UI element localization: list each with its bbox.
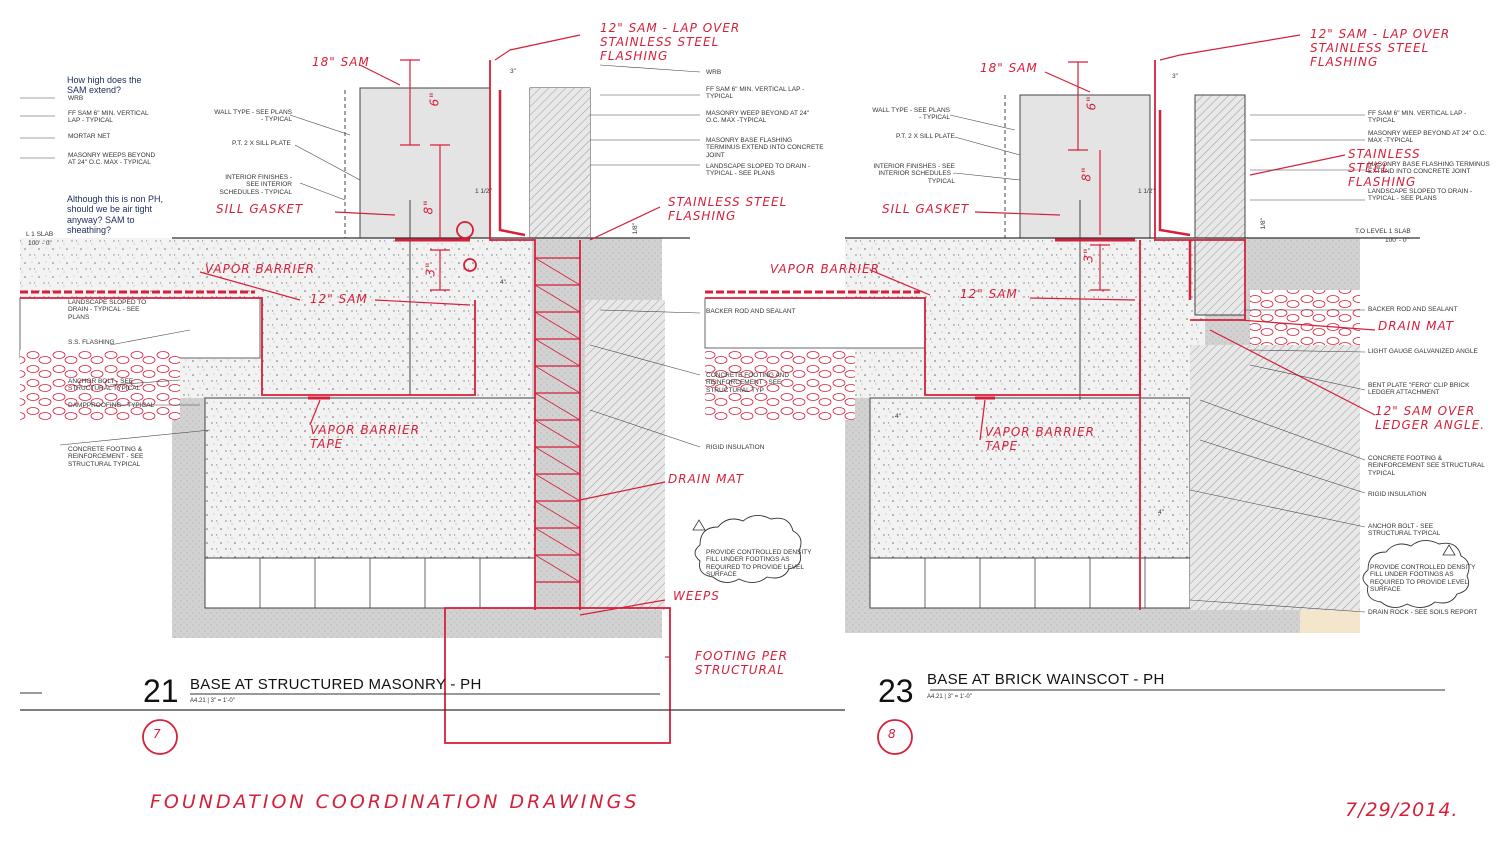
note-r-landscape: LANDSCAPE SLOPED TO DRAIN - TYPICAL - SE… (1368, 188, 1473, 203)
dim-1-1-2-left: 1 1/2" (475, 188, 492, 195)
note-left-interior-finishes: INTERIOR FINISHES - SEE INTERIOR SCHEDUL… (219, 174, 292, 196)
sheet-footer-date: 7/29/2014. (1345, 799, 1459, 821)
dim-1-8-right: 1/8" (1259, 218, 1267, 230)
detail-21-drawing (19, 34, 845, 755)
dim-4-right-b: 4" (1158, 509, 1164, 516)
hw-right-sill-gasket: SILL GASKET (882, 202, 970, 216)
hw-left-weeps: WEEPS (673, 589, 720, 603)
hw-left-vapor-barrier: VAPOR BARRIER (205, 262, 316, 276)
note-right-weep: MASONRY WEEP BEYOND AT 24" O.C. MAX -TYP… (706, 110, 810, 125)
hw-left-sill-gasket: SILL GASKET (216, 202, 304, 216)
note-left-sill-plate: P.T. 2 X SILL PLATE (232, 140, 291, 147)
note-right-landscape: LANDSCAPE SLOPED TO DRAIN - TYPICAL - SE… (706, 163, 811, 178)
detail-title-23: BASE AT BRICK WAINSCOT - PH (927, 671, 1165, 688)
hw-left-18-sam: 18" SAM (312, 55, 370, 69)
note-r-interior: INTERIOR FINISHES - SEE INTERIOR SCHEDUL… (873, 163, 955, 185)
dim-1-1-2-right: 1 1/2" (1138, 188, 1155, 195)
hw-right-6: 6" (1084, 95, 1099, 111)
cloud-note-left-text: PROVIDE CONTROLLED DENSITY FILL UNDER FO… (706, 549, 812, 579)
hw-right-sam-lap: 12" SAM - LAP OVER STAINLESS STEEL FLASH… (1310, 27, 1451, 69)
level-value-left: 100' - 0" (28, 240, 52, 247)
question-sam-height: How high does the SAM extend? (67, 75, 142, 96)
hw-right-12-sam: 12" SAM (960, 287, 1018, 301)
hw-left-sam-lap: 12" SAM - LAP OVER STAINLESS STEEL FLASH… (600, 21, 741, 63)
note-r-weep: MASONRY WEEP BEYOND AT 24" O.C. MAX -TYP… (1368, 130, 1487, 145)
note-left-wrb: WRB (68, 95, 84, 102)
level-value-right: 100' - 0" (1385, 237, 1409, 244)
note-left-landscape: LANDSCAPE SLOPED TO DRAIN - TYPICAL - SE… (68, 299, 147, 321)
level-label-right: T.O LEVEL 1 SLAB (1355, 228, 1411, 235)
note-r-angle: LIGHT GAUGE GALVANIZED ANGLE (1368, 348, 1478, 355)
note-right-flashing-terminus: MASONRY BASE FLASHING TERMINUS EXTEND IN… (706, 137, 824, 159)
note-right-backer-rod: BACKER ROD AND SEALANT (706, 308, 796, 315)
hw-right-vapor-barrier: VAPOR BARRIER (770, 262, 881, 276)
hw-right-18-sam: 18" SAM (980, 61, 1038, 75)
note-right-concrete-footing: CONCRETE FOOTING AND REINFORCEMENT - SEE… (706, 372, 790, 394)
hw-left-footing: FOOTING PER STRUCTURAL (695, 649, 788, 677)
note-r-footing: CONCRETE FOOTING & REINFORCEMENT SEE STR… (1368, 455, 1485, 477)
hw-left-8: 8" (421, 199, 436, 215)
dim-3-right: 3" (1172, 73, 1178, 80)
hw-right-3: 3" (1081, 247, 1096, 263)
note-left-masonry-weeps: MASONRY WEEPS BEYOND AT 24" O.C. MAX - T… (68, 152, 156, 167)
note-r-drain-rock: DRAIN ROCK - SEE SOILS REPORT (1368, 609, 1478, 616)
detail-scale-21: A4.21 | 3" = 1'-0" (190, 698, 235, 704)
hw-right-vb-tape: VAPOR BARRIER TAPE (985, 425, 1096, 453)
detail-number-21: 21 (143, 673, 179, 709)
note-r-sill-plate: P.T. 2 X SILL PLATE (896, 133, 955, 140)
dim-3-left: 3" (510, 68, 516, 75)
note-left-mortar-net: MORTAR NET (68, 133, 111, 140)
note-r-rigid: RIGID INSULATION (1368, 491, 1427, 498)
note-left-ss-flashing: S.S. FLASHING (68, 339, 115, 346)
note-r-terminus: MASONRY BASE FLASHING TERMINUS EXTEND IN… (1368, 161, 1490, 176)
detail-scale-23: A4.21 | 3" = 1'-0" (927, 694, 972, 700)
dim-4-left: 4" (500, 279, 506, 286)
hw-right-sam-ledger: 12" SAM OVER LEDGER ANGLE. (1375, 404, 1486, 432)
cloud-note-right-text: PROVIDE CONTROLLED DENSITY FILL UNDER FO… (1370, 564, 1476, 594)
hw-left-drain-mat: DRAIN MAT (668, 472, 745, 486)
question-air-tight: Although this is non PH, should we be ai… (67, 194, 164, 236)
note-left-anchor-bolt: ANCHOR BOLT - SEE STRUCTURAL TYPICAL (68, 378, 141, 393)
circle-number-8: 8 (888, 727, 897, 741)
hw-left-ss-flashing: STAINLESS STEEL FLASHING (668, 195, 788, 223)
detail-title-21: BASE AT STRUCTURED MASONRY - PH (190, 676, 482, 693)
level-label-left: L 1 SLAB (26, 231, 54, 238)
hw-right-ss-flashing: STAINLESS STEEL FLASHING (1348, 147, 1421, 189)
note-r-fero-clip: BENT PLATE "FERO" CLIP BRICK LEDGER ATTA… (1368, 382, 1470, 397)
cloud-note-right (1362, 540, 1470, 608)
hw-left-vb-tape: VAPOR BARRIER TAPE (310, 423, 421, 451)
note-left-ff-sam: FF SAM 6" MIN. VERTICAL LAP - TYPICAL (68, 110, 149, 125)
hw-left-6: 6" (427, 91, 442, 107)
detail-number-23: 23 (878, 673, 914, 709)
note-left-wall-type: WALL TYPE - SEE PLANS - TYPICAL (214, 109, 292, 124)
note-right-wrb: WRB (706, 69, 722, 76)
note-r-wall-type: WALL TYPE - SEE PLANS - TYPICAL (872, 107, 950, 122)
hw-right-drain-mat: DRAIN MAT (1378, 319, 1455, 333)
note-r-backer-rod: BACKER ROD AND SEALANT (1368, 306, 1458, 313)
note-left-footing: CONCRETE FOOTING & REINFORCEMENT - SEE S… (68, 446, 144, 468)
note-r-ff-sam: FF SAM 6" MIN. VERTICAL LAP - TYPICAL (1368, 110, 1467, 125)
note-r-anchor: ANCHOR BOLT - SEE STRUCTURAL TYPICAL (1368, 523, 1441, 538)
sheet-footer-title: FOUNDATION COORDINATION DRAWINGS (150, 791, 640, 813)
note-right-ff-sam: FF SAM 6" MIN. VERTICAL LAP - TYPICAL (706, 86, 805, 101)
note-right-rigid-insulation: RIGID INSULATION (706, 444, 765, 451)
note-left-dampproofing: DAMPPROOFING - TYPICAL (68, 402, 155, 409)
detail-23-drawing (704, 34, 1470, 755)
hw-right-8: 8" (1079, 166, 1094, 182)
hw-left-12-sam: 12" SAM (310, 292, 368, 306)
dim-4-right-a: 4" (895, 413, 901, 420)
dim-1-8-left: 1/8" (631, 223, 639, 235)
hw-left-3: 3" (423, 261, 438, 277)
cloud-note-left (692, 515, 802, 583)
circle-number-7: 7 (153, 727, 162, 741)
